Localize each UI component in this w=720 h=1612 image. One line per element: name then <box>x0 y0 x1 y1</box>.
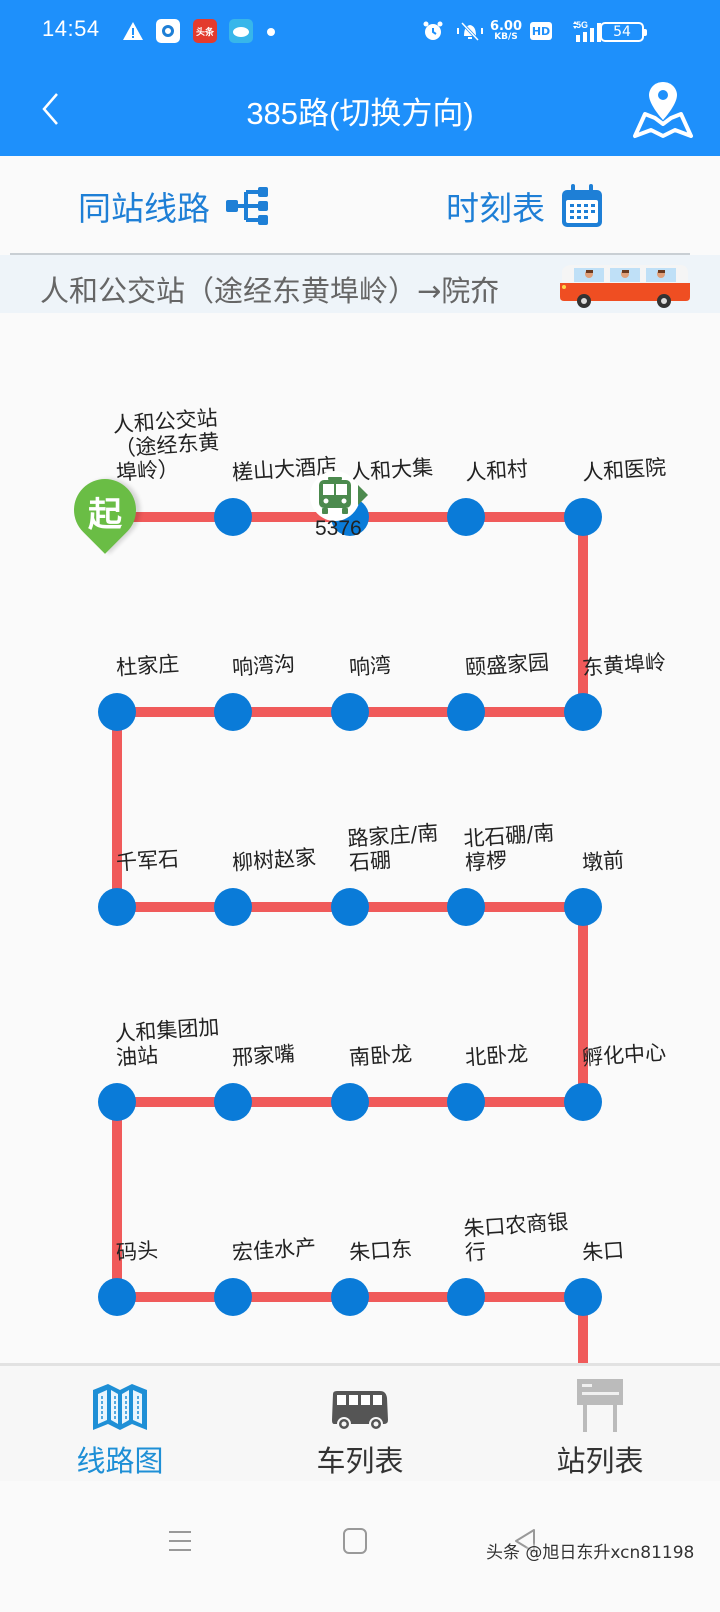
start-marker-label: 起 <box>88 495 122 535</box>
tab-label: 线路图 <box>76 1444 164 1478</box>
station-node[interactable] <box>331 1083 369 1121</box>
station-label[interactable]: 人和集团加 油站 <box>113 1014 221 1070</box>
calendar-icon <box>562 184 602 227</box>
station-node[interactable] <box>98 1083 136 1121</box>
station-node[interactable] <box>214 498 252 536</box>
map-view-button[interactable] <box>628 74 698 144</box>
same-station-lines-button[interactable]: 同站线路 <box>78 184 270 228</box>
station-node[interactable] <box>447 1083 485 1121</box>
folded-map-icon <box>93 1384 147 1430</box>
action-row: 同站线路 时刻表 <box>0 156 720 254</box>
station-node[interactable] <box>98 1278 136 1316</box>
map-pin-icon <box>633 82 693 138</box>
home-button[interactable] <box>325 1511 385 1571</box>
station-node[interactable] <box>214 888 252 926</box>
station-node[interactable] <box>564 693 602 731</box>
hd-voice-icon: HD <box>530 22 552 40</box>
station-node[interactable] <box>214 1083 252 1121</box>
station-node[interactable] <box>447 888 485 926</box>
bus-icon <box>332 1391 388 1431</box>
weather-app-icon <box>229 19 253 43</box>
bus-stop-sign-icon <box>577 1379 623 1432</box>
toutiao-app-icon: 头条 <box>193 19 217 43</box>
mute-vibrate-icon <box>456 18 484 44</box>
station-node[interactable] <box>98 693 136 731</box>
system-nav-bar: 头条 @旭日东升xcn81198 <box>0 1481 720 1612</box>
station-node[interactable] <box>447 498 485 536</box>
tab-bus-list[interactable]: 车列表 <box>240 1366 480 1481</box>
network-speed: 6.00 KB/S <box>489 19 523 42</box>
bus-badge <box>310 471 360 521</box>
station-node[interactable] <box>214 693 252 731</box>
chevron-left-icon <box>42 93 58 125</box>
route-map[interactable]: 人和公交站 （途经东黄 埠岭）槎山大酒店人和大集人和村人和医院东黄埠岭颐盛家园响… <box>0 313 720 1363</box>
divider <box>10 253 690 255</box>
bus-illustration-icon <box>560 265 690 308</box>
tab-label: 车列表 <box>316 1444 404 1478</box>
station-node[interactable] <box>331 1278 369 1316</box>
station-label[interactable]: 朱口农商银 行 <box>462 1209 570 1265</box>
bus-number: 5376 <box>315 517 362 540</box>
direction-text: 人和公交站（途经东黄埠岭）→院夼 <box>40 274 500 308</box>
back-triangle-icon <box>515 1529 535 1553</box>
app-notification-icon <box>156 19 180 43</box>
station-node[interactable] <box>331 888 369 926</box>
more-notifications-dot-icon <box>267 28 275 36</box>
bus-direction-arrow-icon <box>358 485 368 505</box>
station-node[interactable] <box>564 1278 602 1316</box>
timetable-label: 时刻表 <box>446 189 545 228</box>
timetable-button[interactable]: 时刻表 <box>446 184 605 228</box>
home-square-icon <box>343 1528 367 1554</box>
page-title[interactable]: 385路(切换方向) <box>246 96 474 131</box>
recent-apps-button[interactable] <box>150 1511 210 1571</box>
station-label[interactable]: 北石硼/南 椁椤 <box>462 820 556 875</box>
cellular-signal-icon: 5G <box>572 18 604 44</box>
bus-position-marker[interactable] <box>310 471 368 527</box>
station-label[interactable]: 人和公交站 （途经东黄 埠岭） <box>111 405 221 485</box>
branch-tree-icon <box>226 187 268 225</box>
same-station-lines-label: 同站线路 <box>78 189 210 228</box>
system-back-button[interactable] <box>495 1511 555 1571</box>
tab-route-map[interactable]: 线路图 <box>0 1366 240 1481</box>
station-node[interactable] <box>564 498 602 536</box>
alarm-icon <box>422 18 444 44</box>
station-node[interactable] <box>214 1278 252 1316</box>
station-label[interactable]: 路家庄/南 石硼 <box>346 820 440 875</box>
route-line <box>112 512 588 1363</box>
tab-label: 站列表 <box>556 1444 644 1478</box>
station-node[interactable] <box>447 693 485 731</box>
battery-icon: 54 <box>600 22 647 42</box>
tab-station-list[interactable]: 站列表 <box>480 1366 720 1481</box>
bottom-tab-bar: 线路图 车列表 <box>0 1363 720 1481</box>
watermark: 头条 @旭日东升xcn81198 <box>486 1543 695 1563</box>
status-time: 14:54 <box>42 16 100 41</box>
direction-row: 人和公交站（途经东黄埠岭）→院夼 <box>0 255 720 313</box>
station-node[interactable] <box>564 888 602 926</box>
warning-icon <box>122 18 144 44</box>
app-header: 385路(切换方向) <box>0 62 720 156</box>
station-node[interactable] <box>98 888 136 926</box>
svg-text:5G: 5G <box>576 20 588 30</box>
start-marker: 起 <box>61 466 149 555</box>
menu-lines-icon <box>169 1531 191 1551</box>
station-node[interactable] <box>447 1278 485 1316</box>
station-node[interactable] <box>331 693 369 731</box>
bus-icon <box>319 477 351 514</box>
back-button[interactable] <box>30 84 70 134</box>
station-node[interactable] <box>564 1083 602 1121</box>
status-bar: 14:54 头条 6.00 KB/S HD 5G 54 <box>0 0 720 62</box>
